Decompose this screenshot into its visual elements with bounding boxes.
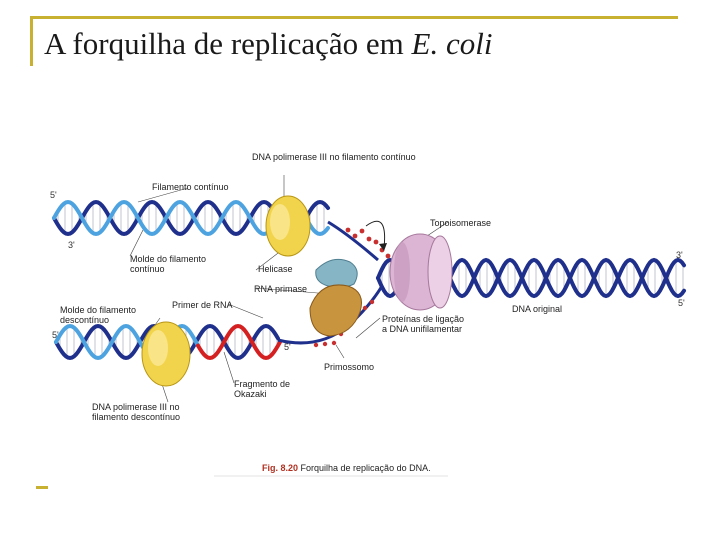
caption-text: Forquilha de replicação do DNA. (298, 463, 431, 473)
title-accent-line (30, 16, 678, 19)
slide-title-text: A forquilha de replicação em (44, 26, 412, 61)
label-okazaki: Fragmento de Okazaki (234, 379, 291, 399)
rotation-arrow-head (379, 243, 387, 251)
helicase-protein (315, 258, 358, 289)
primase-protein (309, 284, 362, 337)
topoisomerase-protein (389, 233, 453, 311)
slide-title: A forquilha de replicação em E. coli (44, 26, 492, 62)
leading-single-strand (327, 220, 379, 262)
polymerase-iii-leading-protein (265, 195, 311, 257)
rotation-arrow (365, 220, 386, 249)
replication-fork-diagram (52, 175, 686, 477)
end-label-right-3: 3' (676, 250, 683, 260)
caption-number: Fig. 8.20 (262, 463, 299, 473)
label-lagging-template: Molde do filamento descontínuo (60, 305, 137, 325)
footer-accent (36, 486, 48, 489)
replication-fork-figure: DNA polimerase III no filamento contínuo… (48, 130, 690, 482)
label-helicase: Helicase (258, 264, 293, 274)
end-label-lagging-5: 5' (284, 342, 291, 352)
end-label-bottom-left-5: 5' (52, 330, 59, 340)
end-label-right-5: 5' (678, 298, 685, 308)
label-parent-dna: DNA original (512, 304, 563, 314)
label-pol3-leading: DNA polimerase III no filamento contínuo (252, 152, 416, 162)
slide-title-organism: E. coli (411, 26, 493, 61)
figure-caption: Fig. 8.20 Forquilha de replicação do DNA… (262, 463, 431, 473)
label-leading-strand: Filamento contínuo (152, 182, 229, 192)
label-topoisomerase: Topoisomerase (430, 218, 492, 228)
label-ssb: Proteínas de ligação a DNA unifilamentar (382, 314, 465, 334)
label-rna-primer: Primer de RNA (172, 300, 233, 310)
label-primase: RNA primase (254, 284, 308, 294)
polymerase-iii-lagging-protein (141, 321, 191, 387)
label-primosome: Primossomo (324, 362, 375, 372)
label-leading-template: Molde do filamento contínuo (130, 254, 207, 274)
end-label-top-left-5: 5' (50, 190, 57, 200)
end-label-top-left-3: 3' (68, 240, 75, 250)
title-accent-bar (30, 16, 33, 66)
rna-primer-strand (196, 323, 282, 361)
label-pol3-lagging: DNA polimerase III no filamento descontí… (92, 402, 181, 422)
